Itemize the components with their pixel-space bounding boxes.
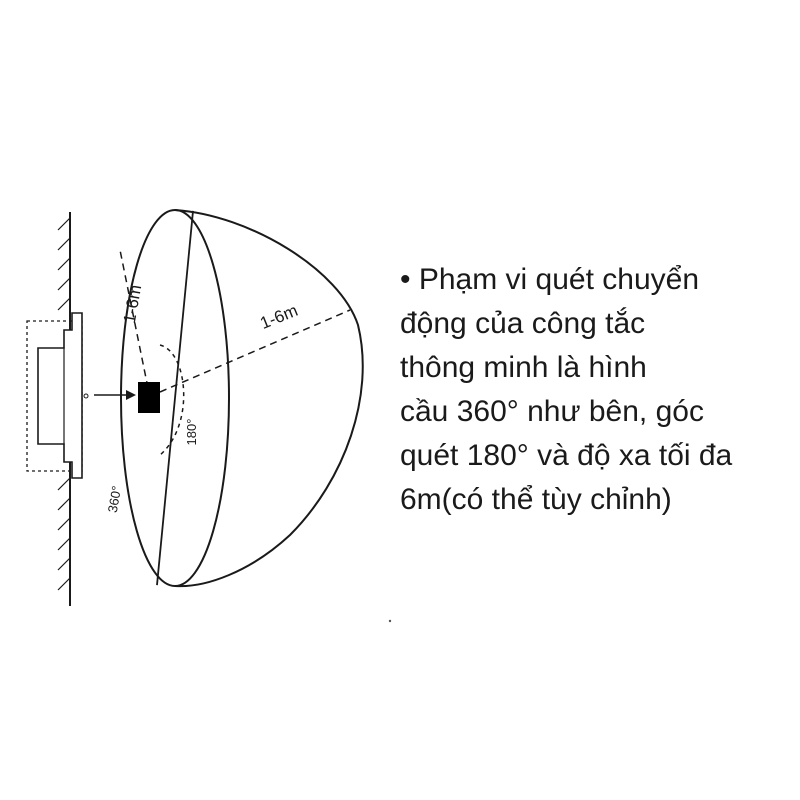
arrow-head — [126, 390, 136, 400]
description-line: • Phạm vi quét chuyển — [400, 263, 700, 296]
stray-dot — [388, 619, 392, 623]
label-range-vertical: 1-6m — [120, 283, 145, 324]
description-text: • Phạm vi quét chuyển động của công tắc … — [400, 258, 790, 522]
range-lines — [119, 249, 351, 456]
wall-hatching — [57, 217, 71, 591]
description-line: quét 180° và độ xa tối đa — [400, 439, 733, 472]
motion-sensor — [138, 382, 160, 413]
label-range-horizontal: 1-6m — [257, 301, 300, 333]
description-line: 6m(có thể tùy chỉnh) — [400, 483, 672, 516]
angle-arc-180 — [159, 344, 185, 456]
description-line: cầu 360° như bên, góc — [400, 395, 704, 428]
sensor-lens — [83, 393, 89, 399]
description-line: thông minh là hình — [400, 351, 647, 384]
switch-mount — [26, 312, 89, 479]
switch-body — [37, 312, 83, 479]
dome-arc — [174, 209, 364, 588]
dome-diameter — [156, 210, 194, 586]
detection-dome — [120, 209, 364, 588]
label-angle-360: 360° — [105, 485, 124, 514]
description-line: động của công tắc — [400, 307, 646, 340]
label-angle-180: 180° — [184, 419, 199, 446]
range-line-horizontal — [159, 309, 351, 393]
pointer-arrow — [94, 390, 136, 400]
